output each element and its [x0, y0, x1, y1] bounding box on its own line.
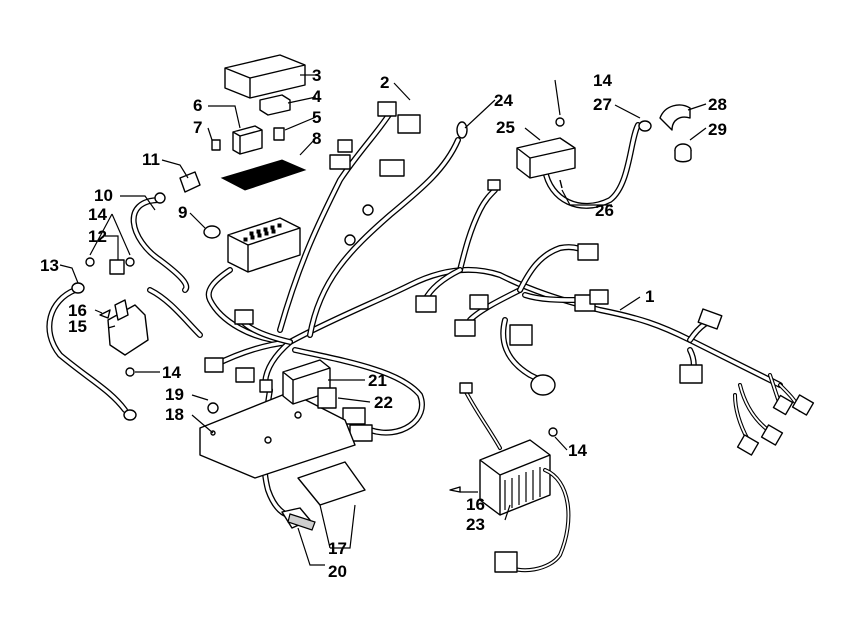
- nuts: [85, 117, 565, 437]
- connector: [235, 367, 255, 383]
- connector: [329, 154, 351, 170]
- fuse-box-cover: [224, 54, 306, 99]
- callout-8: 8: [312, 129, 321, 148]
- callout-14: 14: [162, 363, 181, 382]
- callout-16: 16: [68, 301, 87, 320]
- connector: [454, 319, 476, 337]
- callout-14: 14: [568, 441, 587, 460]
- callout-20: 20: [328, 562, 347, 581]
- callout-9: 9: [178, 203, 187, 222]
- callout-16: 16: [466, 495, 485, 514]
- injector-connector: [760, 424, 784, 446]
- terminal-boot: [179, 171, 201, 193]
- vent-hose-elbow: [659, 104, 691, 131]
- connector: [589, 289, 609, 305]
- injector-connector: [772, 394, 794, 416]
- callout-6: 6: [193, 96, 202, 115]
- decal: [297, 461, 366, 506]
- connector: [577, 243, 599, 261]
- regulator-harness: [459, 382, 571, 573]
- callout-12: 12: [88, 227, 107, 246]
- connector: [697, 308, 723, 330]
- callout-17: 17: [328, 539, 347, 558]
- starter-solenoid: [107, 299, 149, 356]
- voltage-regulator: [479, 439, 551, 516]
- callout-3: 3: [312, 66, 321, 85]
- callout-18: 18: [165, 405, 184, 424]
- callout-11: 11: [142, 150, 160, 169]
- fuse-box-clip: [259, 94, 291, 116]
- vent-fitting: [638, 120, 652, 132]
- callout-10: 10: [94, 186, 113, 205]
- fuse-clip: [273, 127, 285, 141]
- callout-19: 19: [165, 385, 184, 404]
- callout-26: 26: [595, 201, 614, 220]
- connector: [349, 424, 373, 442]
- connector: [379, 159, 405, 177]
- light-socket: [530, 374, 556, 396]
- connector: [679, 364, 703, 384]
- callout-25: 25: [496, 118, 515, 137]
- callout-24: 24: [494, 91, 513, 110]
- screws: [99, 179, 563, 493]
- callout-2: 2: [380, 73, 389, 92]
- connector: [487, 179, 501, 191]
- callout-27: 27: [593, 95, 612, 114]
- cdi-module: [516, 137, 576, 179]
- callout-1: 1: [645, 287, 654, 306]
- callout-14: 14: [593, 71, 612, 90]
- battery-cable-boot: [109, 259, 125, 275]
- callout-13: 13: [40, 256, 59, 275]
- fuse-block-slots: [243, 223, 282, 242]
- ring-terminal: [456, 121, 468, 139]
- injector-connector: [736, 434, 760, 456]
- connector: [494, 551, 518, 573]
- callout-7: 7: [193, 118, 202, 137]
- callout-4: 4: [312, 87, 322, 106]
- fuse-panel-label: [220, 159, 307, 191]
- callout-15: 15: [68, 317, 87, 336]
- connector: [337, 139, 353, 153]
- relay-22: [317, 387, 337, 409]
- fuse-small: [211, 139, 221, 151]
- ground-terminal: [344, 234, 356, 246]
- retainer-clip: [203, 225, 221, 239]
- callout-21: 21: [368, 371, 387, 390]
- relay: [232, 125, 263, 155]
- callout-5: 5: [312, 108, 321, 127]
- injector-pigtails: [679, 308, 815, 456]
- callout-14: 14: [88, 205, 107, 224]
- connector: [415, 295, 437, 313]
- callout-29: 29: [708, 120, 727, 139]
- harness-connectors: [204, 101, 609, 442]
- regulator-fins: [504, 467, 541, 510]
- hose-cap: [674, 143, 692, 163]
- connector: [234, 309, 254, 325]
- connector: [469, 294, 489, 310]
- speed-sensor: [281, 507, 316, 531]
- leader-lines: [59, 74, 707, 566]
- callout-28: 28: [708, 95, 727, 114]
- ground-terminal: [362, 204, 374, 216]
- connector: [204, 357, 224, 373]
- connector: [342, 407, 366, 425]
- callout-22: 22: [374, 393, 393, 412]
- callout-23: 23: [466, 515, 485, 534]
- connector: [459, 382, 473, 394]
- callout-labels: 1 2 3 4 5 6 7 8 9 10 11 12 13 14 14 14 1…: [40, 66, 727, 581]
- connector: [377, 101, 397, 117]
- connector: [397, 114, 421, 134]
- connector: [509, 324, 533, 346]
- injector-connector: [791, 394, 815, 416]
- connector: [259, 379, 273, 393]
- fuse-block: [227, 217, 301, 273]
- main-wiring-harness: [46, 107, 783, 518]
